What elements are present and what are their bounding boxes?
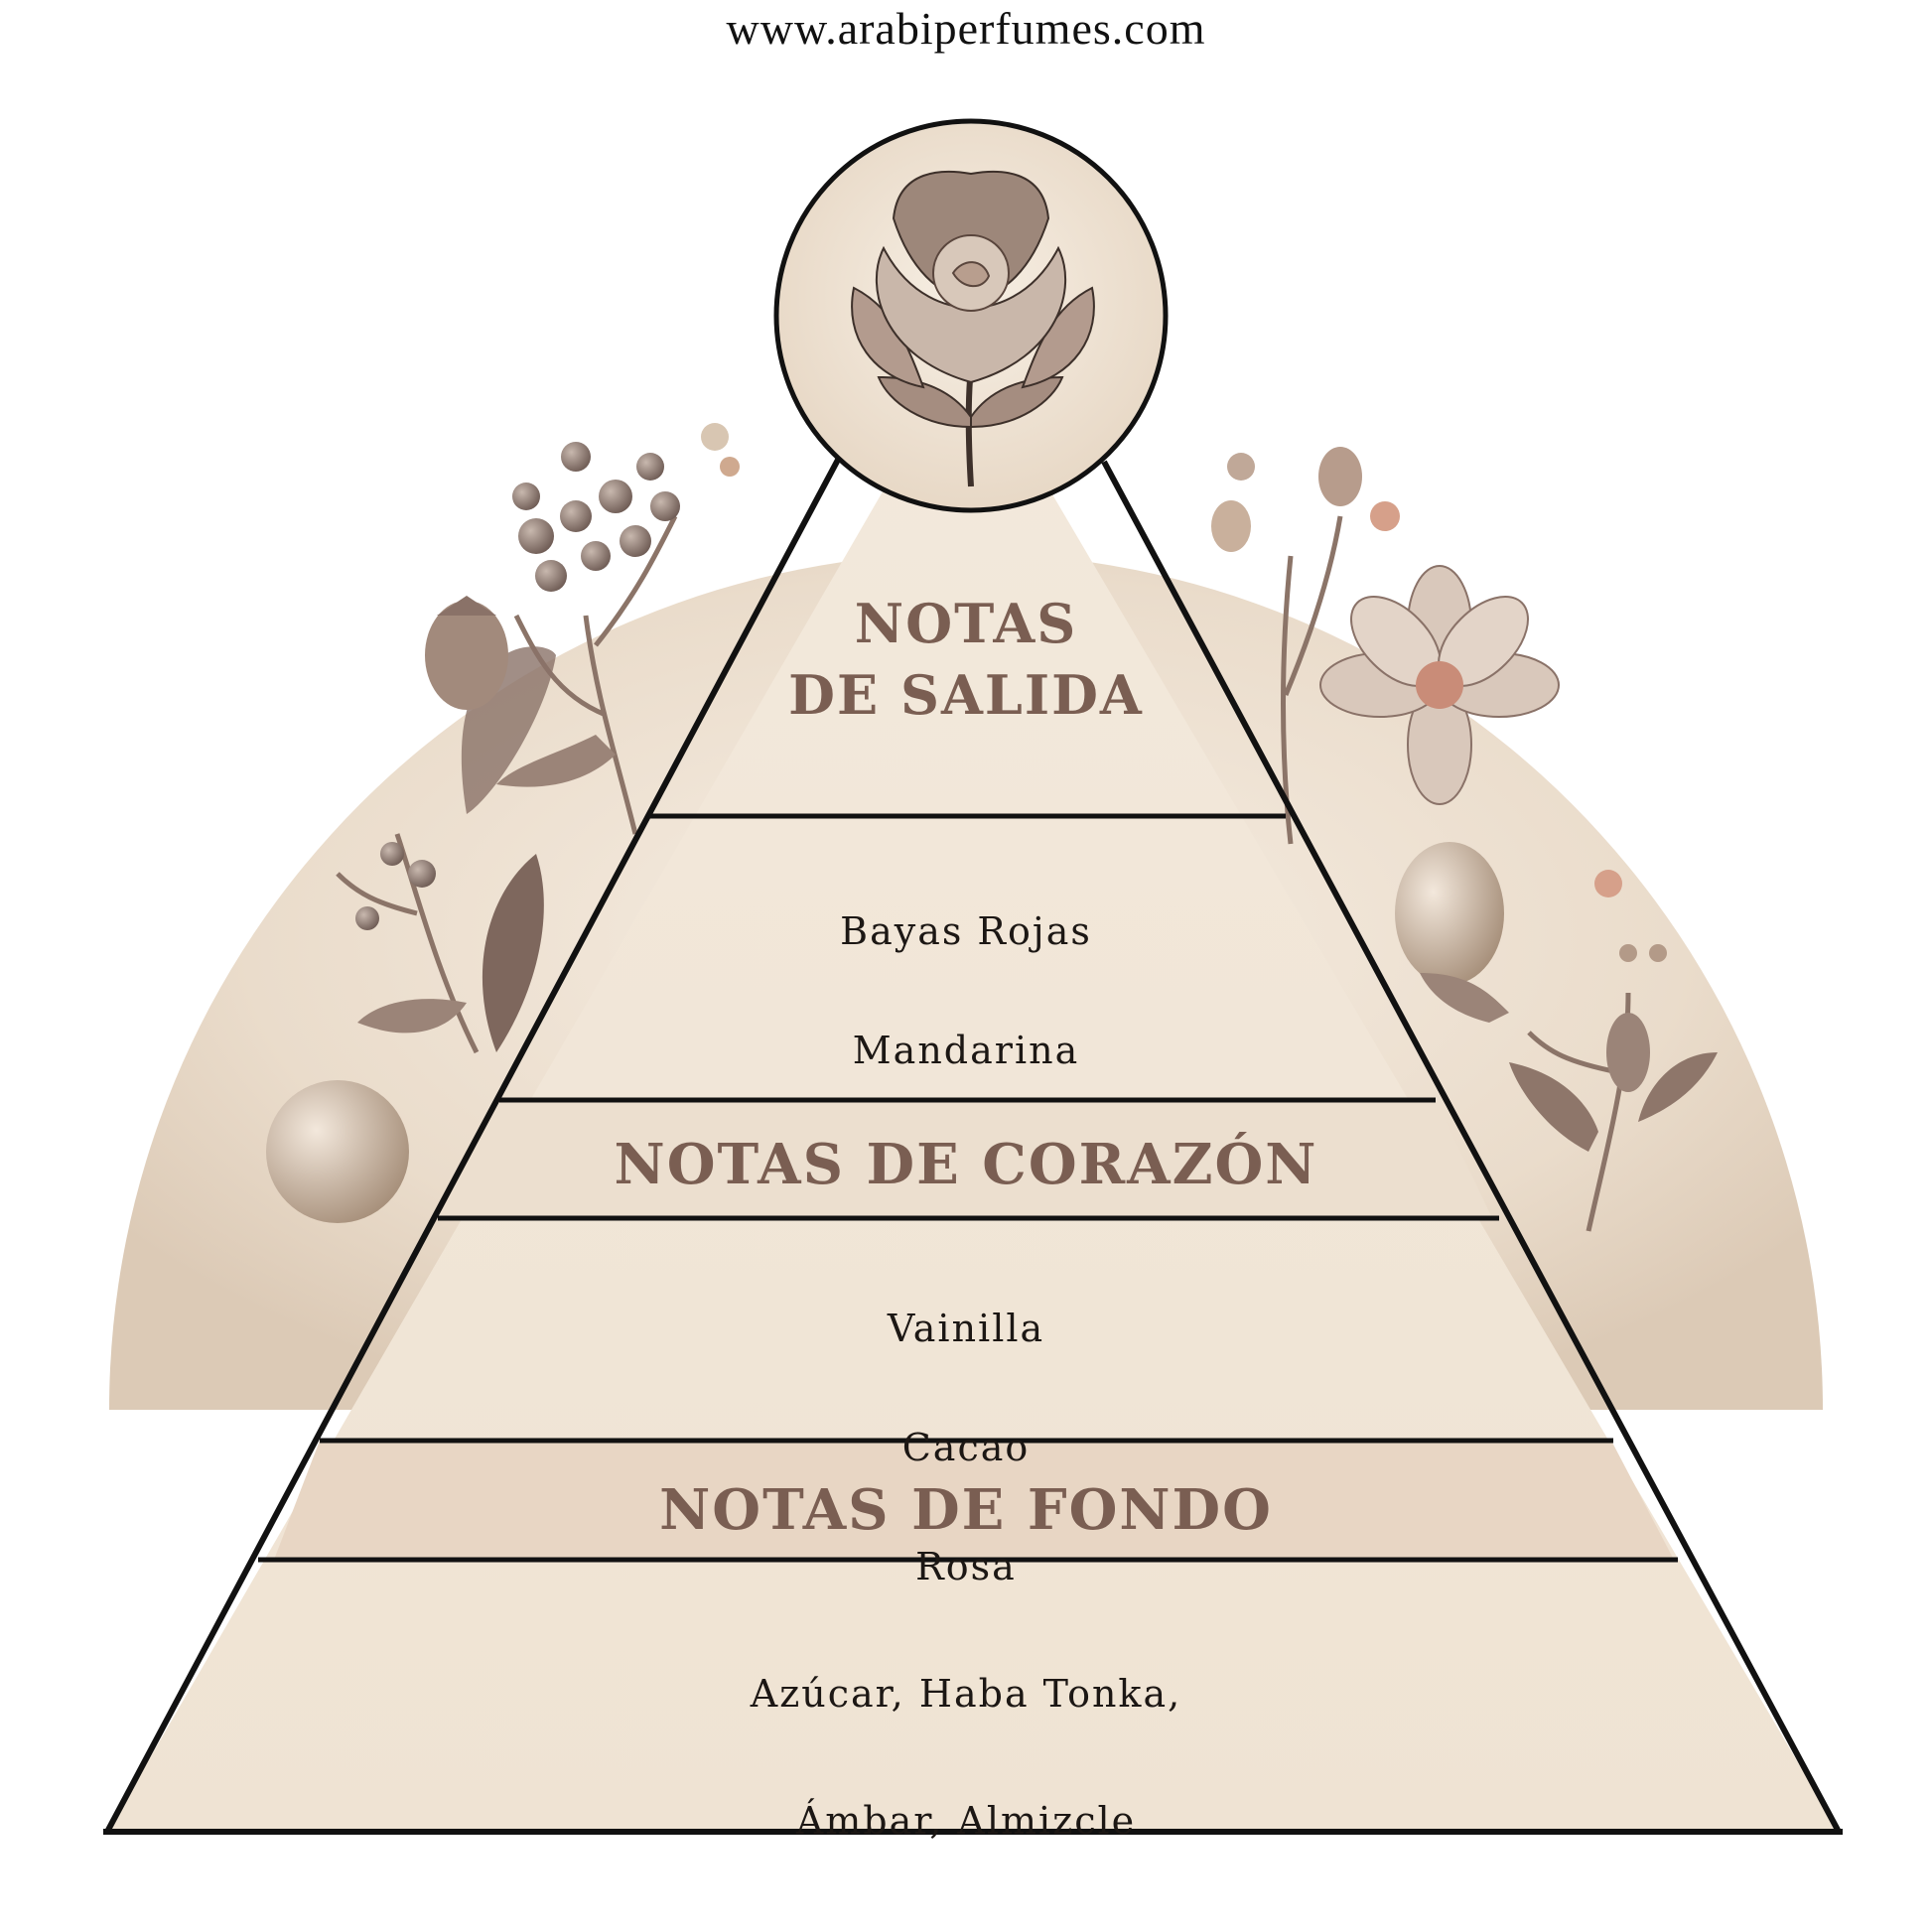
top-notes-list: Bayas Rojas Mandarina <box>0 842 1932 1140</box>
base-note-item: Ámbar, Almizcle <box>795 1799 1137 1843</box>
heart-note-item: Vainilla <box>887 1307 1045 1350</box>
botanical-berries-icon <box>266 423 740 1223</box>
top-note-item: Bayas Rojas <box>840 909 1092 953</box>
heart-notes-title: NOTAS DE CORAZÓN <box>614 1132 1318 1197</box>
heart-notes-list: Vainilla Cacao Rosa <box>0 1239 1932 1656</box>
flower-petals <box>1319 565 1560 805</box>
base-notes-list: Azúcar, Haba Tonka, Ámbar, Almizcle <box>0 1598 1932 1916</box>
pyramid-right-edge <box>1101 460 1842 1834</box>
band-middle-title <box>438 1100 1492 1218</box>
rose-icon <box>851 170 1095 487</box>
pyramid-left-edge <box>104 458 841 1834</box>
top-notes-title: NOTAS DE SALIDA <box>788 592 1144 727</box>
heart-note-item: Rosa <box>915 1545 1017 1588</box>
botanical-flower-icon <box>1211 447 1718 1232</box>
top-note-item: Mandarina <box>852 1029 1080 1072</box>
website-url[interactable]: www.arabiperfumes.com <box>726 3 1206 54</box>
heart-note-item: Cacao <box>901 1426 1031 1469</box>
base-note-item: Azúcar, Haba Tonka, <box>750 1672 1182 1716</box>
band-base-title <box>274 1441 1674 1560</box>
base-notes-title: NOTAS DE FONDO <box>659 1477 1273 1543</box>
